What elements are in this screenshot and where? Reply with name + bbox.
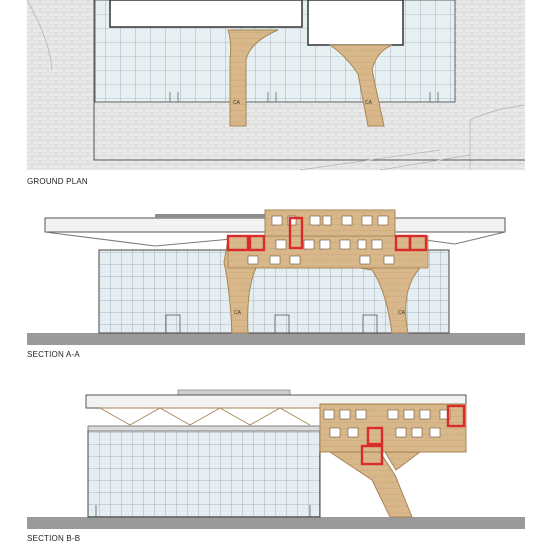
roof-overhang bbox=[44, 217, 266, 233]
pedestrian-line-2 bbox=[379, 154, 471, 171]
volume-left-plan bbox=[109, 0, 303, 28]
site-boundary bbox=[93, 0, 525, 161]
volume-right-plan bbox=[307, 0, 404, 46]
column-tag: CA bbox=[233, 100, 241, 106]
ground-plan: CA CA bbox=[26, 0, 526, 171]
column-tag: CA bbox=[234, 310, 242, 316]
timber-column-plan-right bbox=[328, 44, 393, 127]
road-edge-left bbox=[26, 0, 53, 71]
roof-edge bbox=[155, 214, 265, 218]
column-tag: CA bbox=[398, 310, 406, 316]
roof-cap-bb bbox=[177, 389, 291, 396]
pedestrian-line bbox=[299, 149, 441, 171]
road-edge-right bbox=[469, 104, 526, 170]
ground-slab bbox=[27, 517, 525, 529]
timber-column-bb bbox=[328, 451, 422, 518]
ground-plan-label: GROUND PLAN bbox=[27, 177, 88, 186]
roof-overhang-right bbox=[394, 217, 506, 233]
glass-volume-cap bbox=[87, 425, 321, 432]
section-b-b bbox=[27, 389, 525, 529]
roof-truss-bb bbox=[99, 407, 320, 426]
glass-volume-bb bbox=[87, 429, 321, 518]
column-tag: CA bbox=[365, 100, 373, 106]
section-a-a: CA CA bbox=[27, 209, 525, 345]
section-a-a-label: SECTION A-A bbox=[27, 350, 80, 359]
timber-column-plan-left bbox=[227, 29, 279, 127]
ground-slab bbox=[27, 333, 525, 345]
section-b-b-label: SECTION B-B bbox=[27, 534, 81, 543]
